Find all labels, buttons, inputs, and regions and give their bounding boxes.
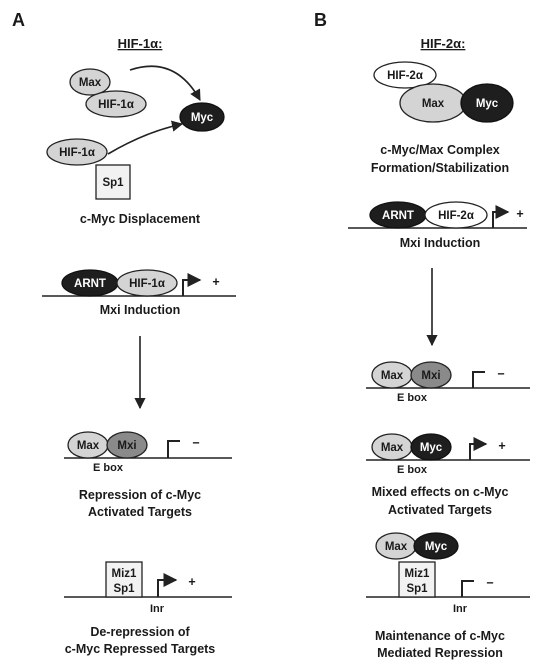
myc-protein xyxy=(413,532,459,560)
ebox-site-label: E box xyxy=(93,462,124,474)
complex-caption-line2: Formation/Stabilization xyxy=(371,161,509,175)
max-protein xyxy=(69,68,111,96)
repression-sign: − xyxy=(486,576,493,590)
panel-a-letter: A xyxy=(12,10,25,30)
complex-group: HIF-2α Max Myc c-Myc/Max Complex Formati… xyxy=(371,61,514,175)
hif1a-protein-bottom xyxy=(46,138,108,166)
myc-protein xyxy=(410,433,452,461)
mxi-label: Mxi xyxy=(117,440,136,452)
tss-arrow xyxy=(469,437,488,460)
mxi-induction-a: ARNT HIF-1α + Mxi Induction xyxy=(42,269,236,317)
displacement-group: Max HIF-1α Myc HIF-1α Sp1 c-Myc Displace… xyxy=(46,65,225,226)
sp1-label: Sp1 xyxy=(113,583,135,595)
max-label: Max xyxy=(422,98,445,110)
inr-caption-line1: De-repression of xyxy=(90,625,190,639)
hif1a-label-top: HIF-1α xyxy=(98,99,134,111)
inr-caption-line2: c-Myc Repressed Targets xyxy=(65,642,216,656)
max-label: Max xyxy=(79,77,102,89)
mxi-induction-b: ARNT HIF-2α + Mxi Induction xyxy=(348,201,527,250)
max-label: Max xyxy=(381,370,404,382)
activation-sign: + xyxy=(188,575,195,589)
ebox-caption-line2: Activated Targets xyxy=(388,503,492,517)
activation-sign: + xyxy=(212,275,219,289)
panel-b: B HIF-2α: HIF-2α Max Myc c-Myc/Max Compl… xyxy=(314,10,530,660)
hif1a-label: HIF-1α xyxy=(129,278,165,290)
myc-label: Myc xyxy=(191,112,214,124)
hif1a-protein-top xyxy=(85,90,147,118)
tss-blocked xyxy=(167,440,180,458)
hif2a-protein xyxy=(373,61,437,89)
complex-caption-line1: c-Myc/Max Complex xyxy=(380,143,500,157)
hif2a-label: HIF-2α xyxy=(438,210,474,222)
sp1-label: Sp1 xyxy=(406,583,428,595)
ebox-caption-line1: Repression of c-Myc xyxy=(79,488,201,502)
mxi-label: Mxi xyxy=(421,370,440,382)
inr-caption-line1: Maintenance of c-Myc xyxy=(375,629,505,643)
inr-derepression-a: Miz1 Sp1 + Inr De-repression of c-Myc Re… xyxy=(64,561,232,656)
tss-arrow xyxy=(157,573,178,597)
sp1-label: Sp1 xyxy=(102,177,124,189)
arnt-label: ARNT xyxy=(74,278,106,290)
max-label: Max xyxy=(381,442,404,454)
miz1-label: Miz1 xyxy=(405,568,431,580)
myc-protein xyxy=(179,102,225,132)
hif1a-label-bottom: HIF-1α xyxy=(59,147,95,159)
myc-protein xyxy=(460,83,514,123)
miz1-label: Miz1 xyxy=(112,568,138,580)
panel-b-header: HIF-2α: xyxy=(421,36,466,51)
myc-label: Myc xyxy=(420,442,443,454)
tss-blocked xyxy=(472,371,485,388)
ebox-site-label: E box xyxy=(397,464,428,476)
hif1a-protein xyxy=(116,269,178,297)
miz1-sp1-box xyxy=(398,561,436,598)
sp1-box xyxy=(95,164,131,200)
repression-sign: − xyxy=(497,367,504,381)
max-label: Max xyxy=(385,541,408,553)
displacement-arrow-top xyxy=(129,65,201,101)
ebox-myc-b: Max Myc + E box Mixed effects on c-Myc A… xyxy=(366,433,530,517)
displacement-caption: c-Myc Displacement xyxy=(80,212,201,226)
tss-arrow xyxy=(492,205,510,228)
activation-sign: + xyxy=(516,207,523,221)
max-label: Max xyxy=(77,440,100,452)
tss-blocked xyxy=(461,580,474,597)
mxi-caption: Mxi Induction xyxy=(100,303,181,317)
mxi-protein xyxy=(410,361,452,389)
mxi-caption: Mxi Induction xyxy=(400,236,481,250)
panel-b-letter: B xyxy=(314,10,327,30)
panel-a: A HIF-1α: Max HIF-1α Myc HIF-1α Sp1 c-My… xyxy=(12,10,236,656)
repression-sign: − xyxy=(192,436,199,450)
myc-label: Myc xyxy=(476,98,499,110)
ebox-repression-a: Max Mxi − E box Repression of c-Myc Acti… xyxy=(64,431,232,519)
ebox-caption-line2: Activated Targets xyxy=(88,505,192,519)
displacement-arrow-bottom xyxy=(107,120,184,155)
inr-caption-line2: Mediated Repression xyxy=(377,646,503,660)
ebox-site-label: E box xyxy=(397,392,428,404)
myc-label: Myc xyxy=(425,541,448,553)
activation-sign: + xyxy=(498,439,505,453)
arnt-label: ARNT xyxy=(382,210,414,222)
inr-site-label: Inr xyxy=(453,603,468,615)
tss-arrow xyxy=(182,273,202,296)
hif2a-label: HIF-2α xyxy=(387,70,423,82)
miz1-sp1-box xyxy=(105,561,143,598)
mxi-protein xyxy=(106,431,148,459)
hif2a-protein xyxy=(424,201,488,229)
inr-site-label: Inr xyxy=(150,603,165,615)
ebox-caption-line1: Mixed effects on c-Myc xyxy=(372,485,509,499)
inr-maintenance-b: Max Myc Miz1 Sp1 − Inr Maintenance of c-… xyxy=(366,532,530,660)
ebox-mxi-b: Max Mxi − E box xyxy=(366,361,530,404)
panel-a-header: HIF-1α: xyxy=(118,36,163,51)
